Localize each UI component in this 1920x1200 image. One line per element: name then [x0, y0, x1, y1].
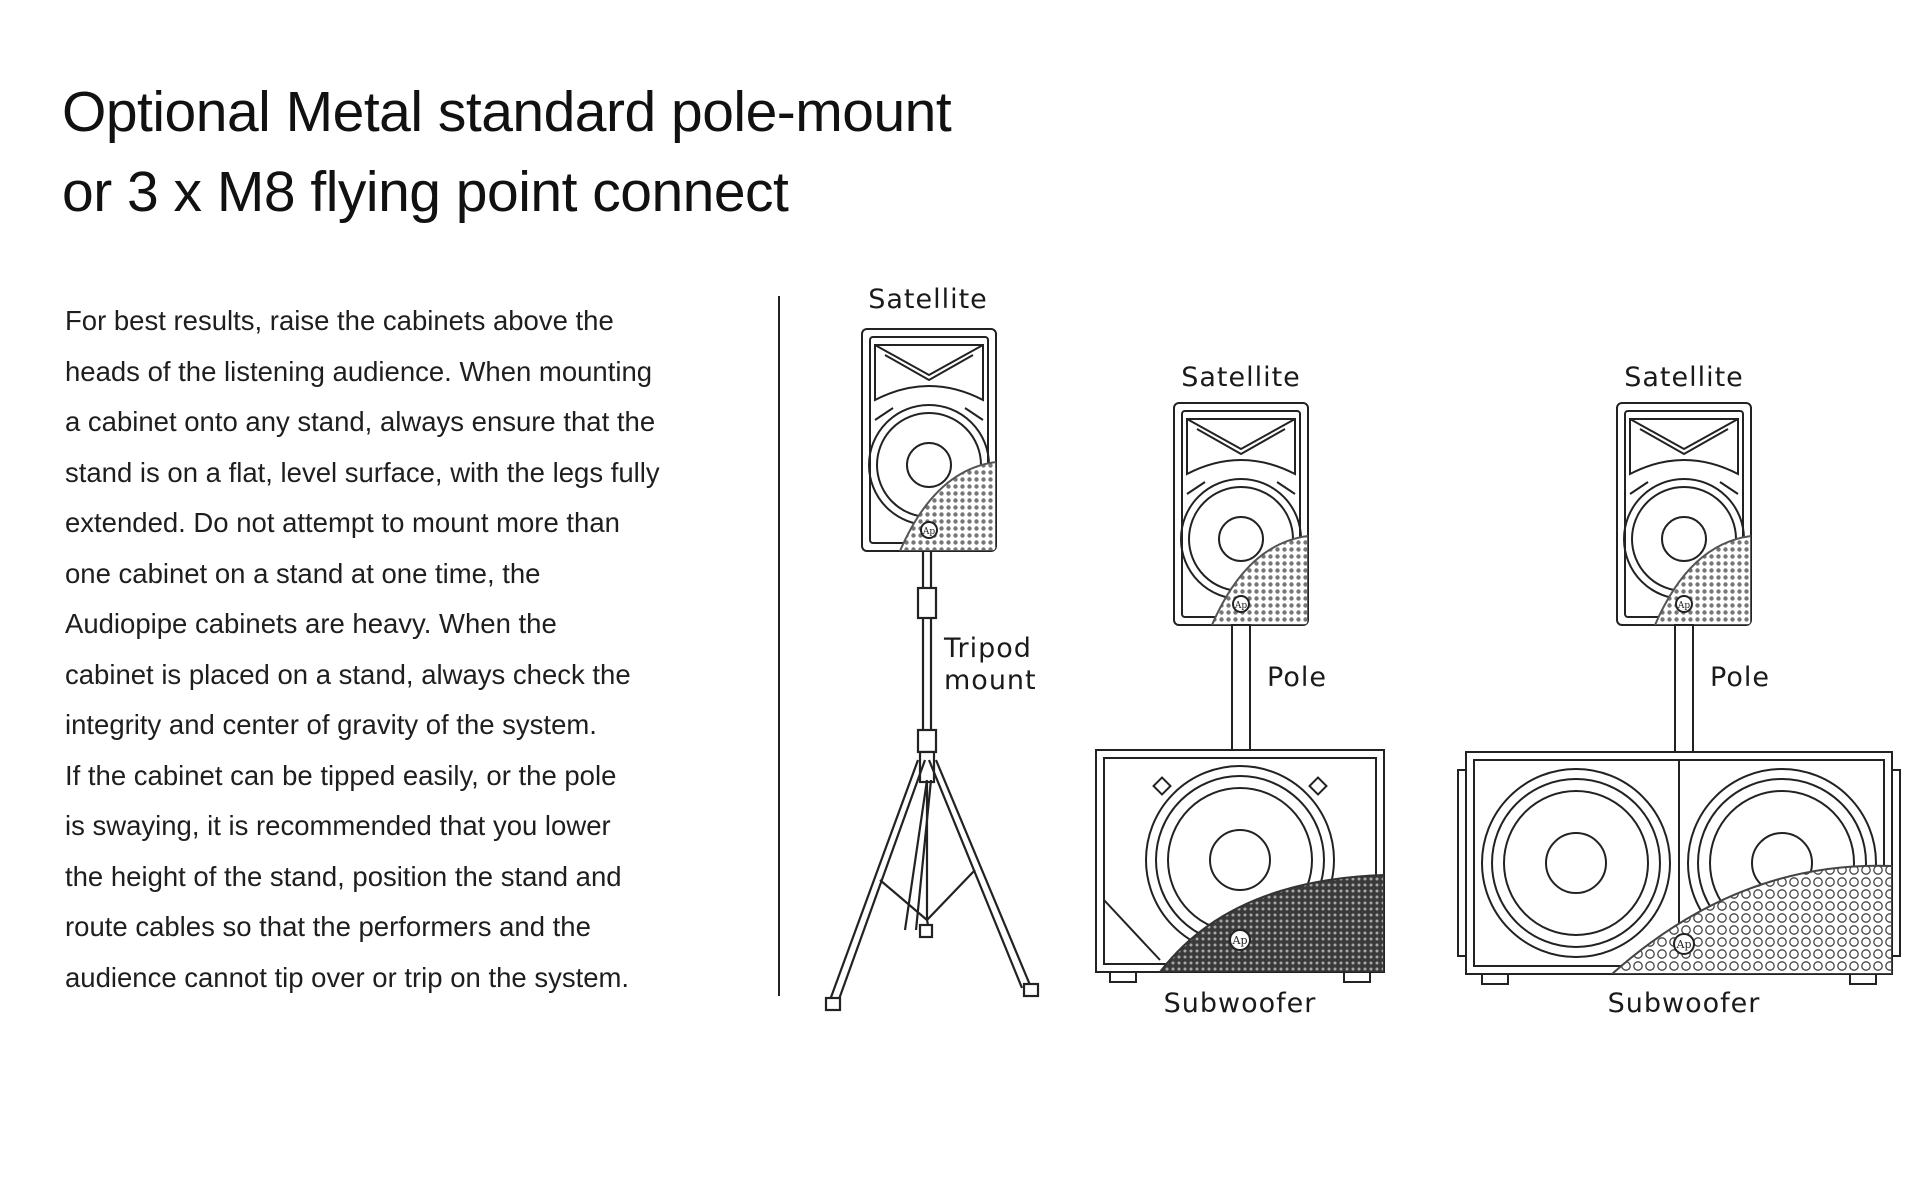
instruction-line: extended. Do not attempt to mount more t…	[65, 507, 620, 538]
instruction-line: one cabinet on a stand at one time, the	[65, 557, 541, 589]
instruction-line: For best results, raise the cabinets abo…	[65, 305, 614, 336]
brand-logo-icon	[1675, 595, 1693, 613]
instruction-line: is swaying, it is recommended that you l…	[65, 810, 611, 841]
tripod-stand	[824, 551, 1040, 1012]
title-line-2: or 3 x M8 flying point connect	[62, 160, 789, 224]
mounting-instructions: For best results, raise the cabinets abo…	[65, 296, 745, 1003]
brand-logo-text: Ap	[922, 527, 935, 537]
satellite-speaker: Ap	[1616, 402, 1752, 626]
speaker-pole	[1231, 624, 1251, 751]
column-divider	[778, 296, 780, 996]
instruction-line: stand is on a flat, level surface, with …	[65, 456, 660, 488]
instruction-line: the height of the stand, position the st…	[65, 860, 622, 892]
page-title: Optional Metal standard pole-mount or 3 …	[62, 72, 1162, 232]
subwoofer-label: Subwoofer	[1608, 988, 1761, 1019]
satellite-speaker: Ap	[861, 328, 997, 552]
instruction-line: heads of the listening audience. When mo…	[65, 355, 653, 387]
brand-logo-text: Ap	[1677, 601, 1690, 611]
brand-logo-icon	[920, 521, 938, 539]
subwoofer-label: Subwoofer	[1164, 988, 1317, 1019]
instruction-line: route cables so that the performers and …	[65, 911, 591, 942]
brand-logo-icon	[1232, 595, 1250, 613]
brand-logo-text: Ap	[1232, 934, 1248, 947]
satellite-speaker: Ap	[1173, 402, 1309, 626]
single-sub-configuration: Satellite Ap Pole	[1095, 362, 1385, 1019]
brand-logo-icon	[1673, 933, 1695, 955]
title-line-1: Optional Metal standard pole-mount	[62, 80, 952, 144]
satellite-label: Satellite	[1181, 362, 1301, 393]
speaker-pole	[1674, 624, 1694, 753]
tripod-configuration: Satellite Ap	[824, 284, 1040, 1012]
instruction-line: If the cabinet can be tipped easily, or …	[65, 759, 617, 791]
instruction-line: Audiopipe cabinets are heavy. When the	[65, 608, 557, 639]
brand-logo-icon	[1229, 929, 1251, 951]
tripod-mount-label: Tripod	[943, 633, 1032, 664]
instruction-line: integrity and center of gravity of the s…	[65, 709, 597, 740]
instruction-line: a cabinet onto any stand, always ensure …	[65, 406, 656, 437]
dual-subwoofer-cabinet: Ap	[1457, 751, 1901, 985]
brand-logo-text: Ap	[1234, 601, 1247, 611]
pole-label: Pole	[1267, 662, 1327, 693]
satellite-label: Satellite	[868, 284, 988, 315]
instruction-line: cabinet is placed on a stand, always che…	[65, 658, 631, 690]
tripod-mount-label: mount	[944, 665, 1037, 696]
satellite-label: Satellite	[1624, 362, 1744, 393]
dual-sub-configuration: Satellite Ap Pole	[1457, 362, 1901, 1019]
brand-logo-text: Ap	[1676, 938, 1692, 951]
instruction-line: audience cannot tip over or trip on the …	[65, 961, 630, 993]
subwoofer-cabinet: Ap	[1095, 749, 1385, 983]
pole-label: Pole	[1710, 662, 1770, 693]
